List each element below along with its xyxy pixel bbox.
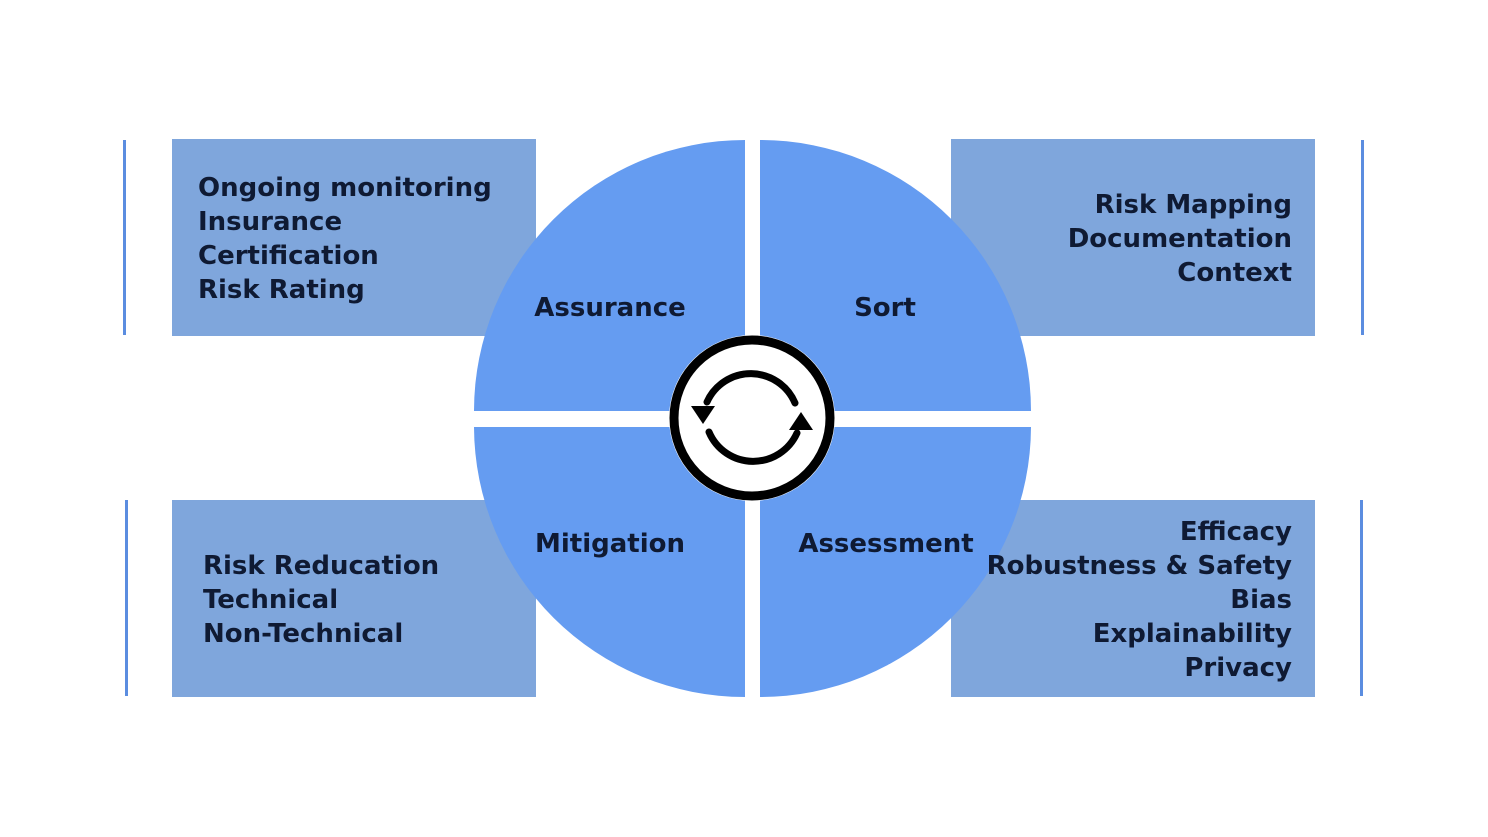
list-item: Insurance	[198, 207, 343, 237]
list-item: Technical	[203, 585, 339, 615]
mitigation-label: Mitigation	[535, 529, 685, 559]
sort-quadrant	[760, 140, 1031, 411]
list-item: Risk Reducation	[203, 551, 440, 581]
left-bottom-accent-line	[125, 500, 128, 696]
assessment-label: Assessment	[798, 529, 974, 559]
list-item: Ongoing monitoring	[198, 173, 492, 203]
mitigation-quadrant	[474, 427, 745, 697]
sort-detail-box	[951, 139, 1315, 336]
list-item: Certification	[198, 241, 379, 271]
assessment-detail-box	[951, 500, 1315, 697]
list-item: Risk Rating	[198, 275, 365, 305]
list-item: Efficacy	[1179, 517, 1292, 547]
assurance-detail-list: Ongoing monitoring Insurance Certificati…	[198, 171, 492, 307]
right-bottom-accent-line	[1360, 500, 1363, 696]
assessment-detail-list: Efficacy Robustness & Safety Bias Explai…	[987, 515, 1292, 685]
cycle-refresh-icon	[669, 335, 835, 501]
list-item: Bias	[1230, 585, 1292, 615]
list-item: Risk Mapping	[1094, 190, 1292, 220]
list-item: Non-Technical	[203, 619, 404, 649]
left-top-accent-line	[123, 140, 126, 335]
assurance-quadrant	[474, 140, 745, 411]
assurance-label: Assurance	[534, 293, 686, 323]
assurance-detail-box	[172, 139, 536, 336]
list-item: Explainability	[1092, 619, 1292, 649]
right-top-accent-line	[1361, 140, 1364, 335]
mitigation-detail-box	[172, 500, 536, 697]
sort-label: Sort	[854, 293, 916, 323]
list-item: Context	[1177, 258, 1292, 288]
assessment-quadrant	[760, 427, 1031, 697]
sort-detail-list: Risk Mapping Documentation Context	[1068, 188, 1292, 290]
list-item: Privacy	[1184, 653, 1292, 683]
mitigation-detail-list: Risk Reducation Technical Non-Technical	[203, 549, 439, 651]
list-item: Documentation	[1067, 224, 1292, 254]
list-item: Robustness & Safety	[986, 551, 1292, 581]
